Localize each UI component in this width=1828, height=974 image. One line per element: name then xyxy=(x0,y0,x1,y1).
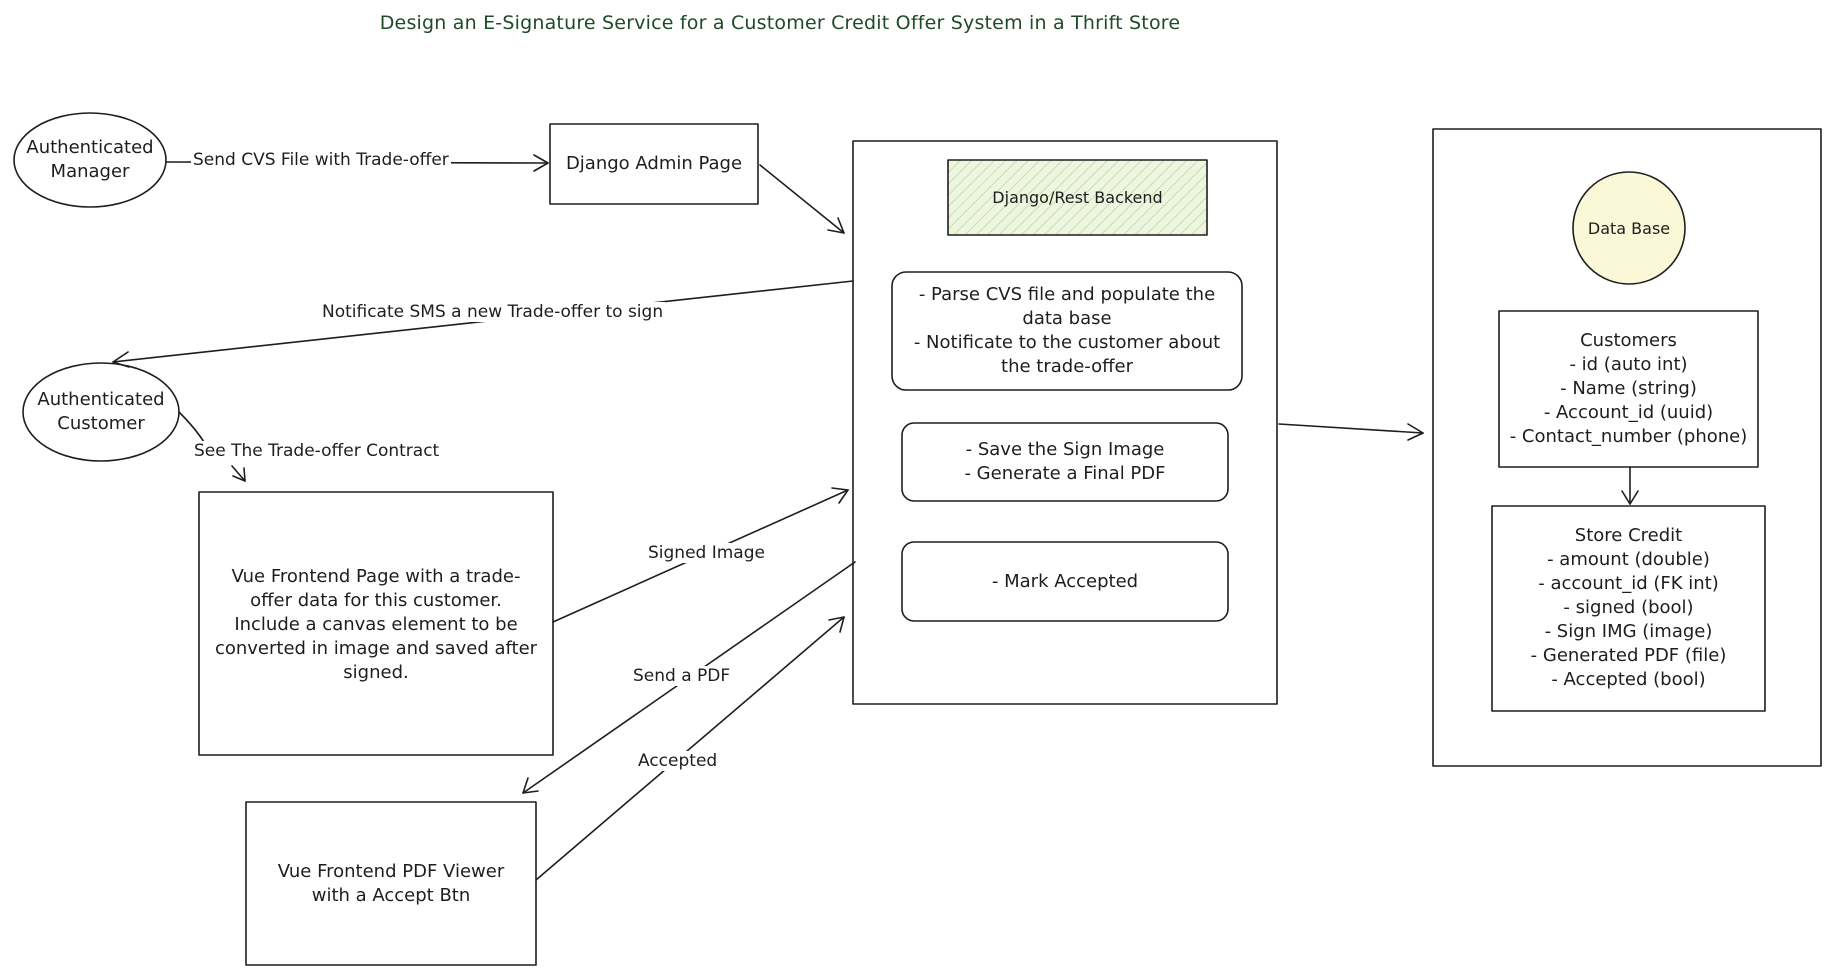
database-node xyxy=(1572,171,1686,285)
arrowhead-admin-to-backend xyxy=(827,217,845,234)
store-credit-line: - Sign IMG (image) xyxy=(1544,621,1713,642)
admin-page-text: Django Admin Page xyxy=(565,153,743,174)
store-credit-label: Store Credit - amount (double) - account… xyxy=(1492,524,1765,692)
backend-title-box xyxy=(947,159,1208,236)
manager-text: Authenticated Manager xyxy=(26,137,154,182)
arrowhead-signed-image xyxy=(831,487,849,504)
pdf-viewer-line: Vue Frontend PDF Viewer xyxy=(277,861,505,882)
edge-label-send-csv: Send CVS File with Trade-offer xyxy=(191,150,451,170)
save-line: - Generate a Final PDF xyxy=(964,463,1166,484)
mark-text: - Mark Accepted xyxy=(991,571,1139,592)
edge-accepted xyxy=(535,616,845,881)
customers-line: - id (auto int) xyxy=(1569,354,1688,375)
edge-label-accepted: Accepted xyxy=(636,751,720,771)
pdf-viewer-label: Vue Frontend PDF Viewer with a Accept Bt… xyxy=(246,860,536,908)
edge-label-see-contract: See The Trade-offer Contract xyxy=(192,441,442,461)
customer-label: Authenticated Customer xyxy=(30,388,172,436)
parse-line: - Notificate to the customer about xyxy=(913,332,1221,353)
vue-page-label: Vue Frontend Page with a trade- offer da… xyxy=(199,565,553,685)
admin-page-box xyxy=(549,123,759,205)
backend-title-label: Django/Rest Backend xyxy=(948,186,1207,210)
store-credit-line: - account_id (FK int) xyxy=(1538,573,1719,594)
manager-label: Authenticated Manager xyxy=(18,136,162,184)
vue-page-box xyxy=(198,491,554,756)
customers-line: - Contact_number (phone) xyxy=(1509,426,1748,447)
vue-page-line: offer data for this customer. xyxy=(250,590,502,611)
vue-page-line: Include a canvas element to be xyxy=(234,614,518,635)
store-credit-table xyxy=(1491,505,1766,712)
save-label: - Save the Sign Image - Generate a Final… xyxy=(902,438,1228,486)
customers-line: - Name (string) xyxy=(1560,378,1697,399)
pdf-viewer-line: with a Accept Btn xyxy=(311,885,471,906)
arrowhead-customers-to-credit xyxy=(1621,490,1639,505)
diagram-title: Design an E-Signature Service for a Cust… xyxy=(379,12,1181,34)
edge-admin-to-backend xyxy=(759,164,845,234)
arrowhead-send-pdf xyxy=(522,777,539,794)
backend-title-text: Django/Rest Backend xyxy=(992,188,1163,207)
parse-line: data base xyxy=(1022,308,1112,329)
customers-label: Customers - id (auto int) - Name (string… xyxy=(1499,329,1758,449)
parse-line: the trade-offer xyxy=(1001,356,1133,377)
customers-line: - Account_id (uuid) xyxy=(1543,402,1714,423)
customer-text: Authenticated Customer xyxy=(37,389,165,434)
mark-label: - Mark Accepted xyxy=(902,570,1228,594)
database-label: Data Base xyxy=(1573,217,1685,241)
parse-box xyxy=(891,271,1243,391)
vue-page-line: signed. xyxy=(343,662,409,683)
store-credit-line: - Accepted (bool) xyxy=(1551,669,1706,690)
edge-label-send-pdf: Send a PDF xyxy=(631,666,733,686)
store-credit-line: Store Credit xyxy=(1574,525,1683,546)
store-credit-line: - Generated PDF (file) xyxy=(1530,645,1727,666)
arrowhead-notify-sms xyxy=(112,351,130,368)
database-container xyxy=(1432,128,1822,767)
customers-table xyxy=(1498,310,1759,468)
edge-label-notify-sms: Notificate SMS a new Trade-offer to sign xyxy=(320,302,666,322)
database-text: Data Base xyxy=(1587,219,1671,238)
arrowhead-send-csv xyxy=(533,154,549,172)
vue-page-line: converted in image and saved after xyxy=(214,638,538,659)
manager-node xyxy=(13,112,167,208)
edge-backend-to-db xyxy=(1278,423,1424,434)
parse-label: - Parse CVS file and populate the data b… xyxy=(892,283,1242,379)
save-box xyxy=(901,422,1229,502)
backend-container xyxy=(852,140,1278,705)
edge-label-signed-image: Signed Image xyxy=(646,543,767,563)
arrowhead-see-contract xyxy=(232,467,246,482)
save-line: - Save the Sign Image xyxy=(965,439,1165,460)
store-credit-line: - signed (bool) xyxy=(1563,597,1694,618)
pdf-viewer-box xyxy=(245,801,537,966)
customers-line: Customers xyxy=(1580,330,1677,351)
arrowhead-accepted xyxy=(828,616,845,633)
store-credit-line: - amount (double) xyxy=(1547,549,1710,570)
vue-page-line: Vue Frontend Page with a trade- xyxy=(231,566,521,587)
arrowhead-backend-to-db xyxy=(1407,423,1424,441)
parse-line: - Parse CVS file and populate the xyxy=(918,284,1216,305)
mark-box xyxy=(901,541,1229,622)
admin-page-label: Django Admin Page xyxy=(550,152,758,176)
